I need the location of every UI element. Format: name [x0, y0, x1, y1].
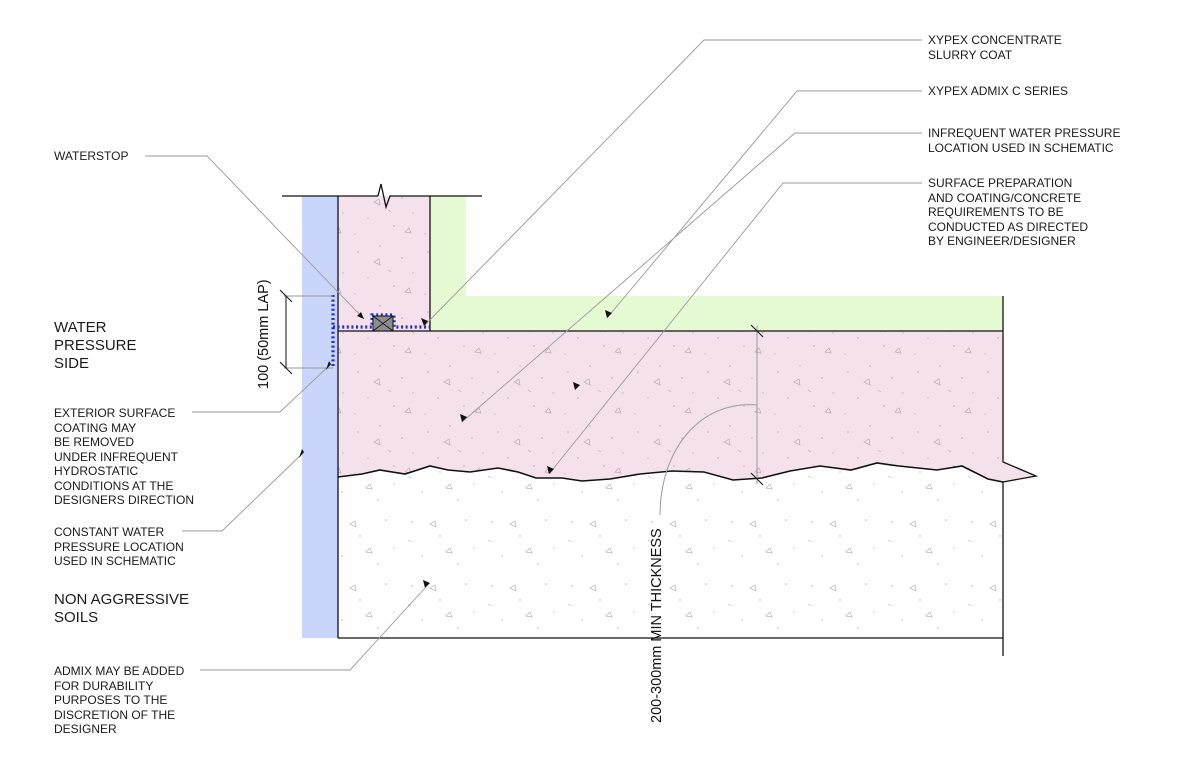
water-pressure-side-strip — [302, 196, 338, 638]
label-water-pressure-side: WATER PRESSURE SIDE — [54, 319, 137, 372]
lap-dimension — [279, 289, 333, 375]
soil-speckle — [338, 463, 1003, 638]
label-infrequent-water: INFREQUENT WATER PRESSURE LOCATION USED … — [928, 126, 1121, 155]
dimension-thickness-text: 200-300mm MIN THICKNESS — [649, 528, 665, 723]
thickness-dimension — [659, 324, 764, 516]
label-xypex-admix: XYPEX ADMIX C SERIES — [928, 84, 1069, 98]
slab-speckle — [338, 331, 1036, 482]
label-exterior-coating: EXTERIOR SURFACE COATING MAY BE REMOVED … — [54, 406, 195, 507]
label-constant-water: CONSTANT WATER PRESSURE LOCATION USED IN… — [54, 525, 184, 568]
label-waterstop: WATERSTOP — [54, 149, 129, 163]
label-admix-durability: ADMIX MAY BE ADDED FOR DURABILITY PURPOS… — [54, 664, 185, 736]
leader-arrowheads — [299, 310, 612, 588]
wall-speckle — [338, 196, 430, 331]
label-non-aggressive-soils: NON AGGRESSIVE SOILS — [54, 591, 190, 626]
leader-lines — [145, 39, 922, 671]
waterstop-coating — [331, 295, 430, 368]
section-outlines — [282, 183, 1039, 656]
xypex-slurry-coat-layer — [430, 196, 1003, 331]
label-surface-preparation: SURFACE PREPARATION AND COATING/CONCRETE… — [928, 176, 1089, 248]
label-xypex-concentrate: XYPEX CONCENTRATE SLURRY COAT — [928, 33, 1062, 62]
dimension-lap-text: 100 (50mm LAP) — [256, 279, 272, 389]
